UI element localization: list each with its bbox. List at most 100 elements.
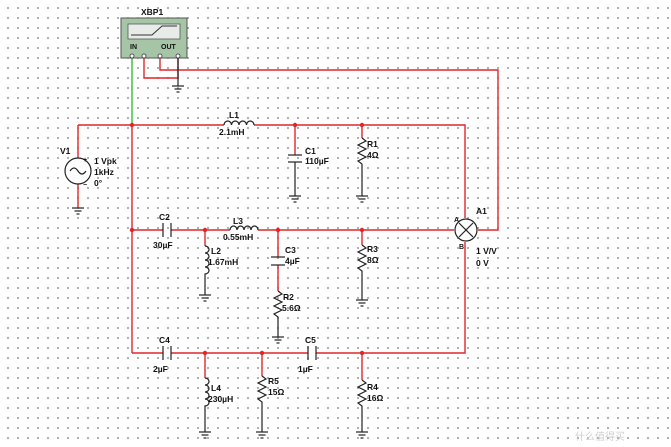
resistor-icon [256,375,268,432]
capacitor-c5[interactable]: C5 1µF [298,335,317,374]
v1-phase: 0° [94,178,103,188]
resistor-icon [356,379,368,432]
resistor-icon [272,290,284,337]
c3-name: C3 [285,245,296,255]
l3-name: L3 [233,216,243,226]
junctions [129,122,365,356]
capacitor-c1[interactable]: C1 110µF [288,146,329,196]
source-v1[interactable]: + − V1 1 Vpk 1kHz 0° [60,146,117,189]
inductor-icon [223,120,255,126]
resistor-icon [356,244,368,300]
bode-in-label: IN [130,44,137,51]
adder-pin: B [459,244,464,251]
junction-dot [129,227,135,233]
minus-sign: − [83,182,87,189]
c2-name: C2 [159,212,170,222]
l4-name: L4 [211,383,221,393]
capacitor-icon [271,256,285,266]
c5-value: 1µF [298,364,313,374]
capacitor-icon [288,154,302,196]
inductor-l2[interactable]: L2 1.67mH [204,245,238,295]
capacitor-icon [162,346,172,360]
wire-bode-out [159,58,499,231]
ground-icon [272,336,284,344]
inductor-l4[interactable]: L4 230µH [204,377,233,432]
sine-icon [69,167,87,175]
r4-name: R4 [367,382,378,392]
inductor-l3[interactable]: L3 0.55mH [223,216,259,242]
junction-dot [359,122,365,128]
capacitor-c4[interactable]: C4 2µF [153,335,172,374]
resistor-r5[interactable]: R5 15Ω [256,375,284,432]
r1-value: 4Ω [367,150,379,160]
v1-amplitude: 1 Vpk [94,156,117,166]
c1-name: C1 [305,146,316,156]
a1-gain: 1 V/V [476,246,497,256]
capacitor-icon [307,346,317,360]
v1-frequency: 1kHz [94,167,114,177]
ground-icon [356,431,368,439]
junction-dot [129,122,135,128]
junction-dot [359,227,365,233]
l4-value: 230µH [208,394,233,404]
c5-name: C5 [305,335,316,345]
resistor-r4[interactable]: R4 16Ω [356,379,383,432]
r2-value: 5.6Ω [282,303,301,313]
l1-name: L1 [229,110,239,120]
adder-a1[interactable]: A B A1 1 V/V 0 V [454,206,497,268]
a1-offset: 0 V [476,258,489,268]
junction-dot [359,350,365,356]
l1-value: 2.1mH [219,127,245,137]
l3-value: 0.55mH [223,232,253,242]
bode-plotter[interactable]: XBP1 IN OUT [120,7,188,86]
r5-value: 15Ω [268,387,284,397]
resistor-icon [356,137,368,196]
bode-terminal[interactable] [141,53,147,59]
bode-terminal[interactable] [157,53,163,59]
watermark: 什么值得买 [575,430,625,443]
l2-name: L2 [211,246,221,256]
ground-icon [289,195,301,203]
bode-out-label: OUT [161,44,177,51]
resistor-r3[interactable]: R3 8Ω [356,244,379,300]
inductor-l1[interactable]: L1 2.1mH [219,110,255,137]
bode-terminal[interactable] [129,53,135,59]
adder-cross [458,222,474,238]
inductor-icon [204,377,210,432]
ground-icon [72,207,84,215]
ground-icon [256,431,268,439]
capacitor-c3[interactable]: C3 4µF [271,245,300,266]
resistor-r1[interactable]: R1 4Ω [356,137,379,196]
junction-dot [202,227,208,233]
v1-name: V1 [60,146,71,156]
r4-value: 16Ω [367,393,383,403]
bode-plotter-name: XBP1 [141,7,163,17]
junction-dot [292,122,298,128]
wire-bode-in-minus [143,58,179,79]
ground-icon [199,431,211,439]
adder-pin: A [454,217,459,224]
a1-name: A1 [476,206,487,216]
c2-value: 30µF [153,240,173,250]
wire-top-right [254,124,466,218]
r1-name: R1 [367,139,378,149]
ground-icon [356,299,368,307]
junction-dot [259,350,265,356]
junction-dot [275,227,281,233]
resistor-r2[interactable]: R2 5.6Ω [272,290,301,337]
wires [77,58,499,380]
c4-name: C4 [159,335,170,345]
bode-plot-icon [131,25,177,36]
capacitor-icon [162,223,172,237]
r3-name: R3 [367,244,378,254]
ground-icon [356,195,368,203]
r2-name: R2 [283,292,294,302]
capacitor-c2[interactable]: C2 30µF [153,212,173,250]
l2-value: 1.67mH [208,257,238,267]
c4-value: 2µF [153,364,168,374]
plus-sign: + [83,157,87,164]
bode-terminal[interactable] [175,53,181,59]
junction-dot [202,350,208,356]
